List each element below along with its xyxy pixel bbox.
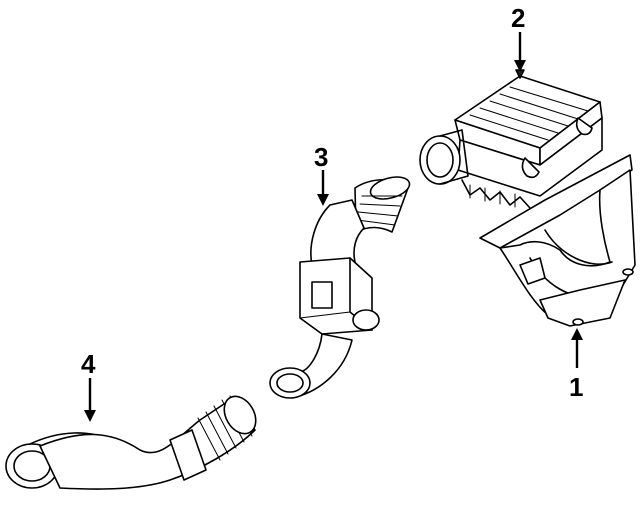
callout-arrow-3 xyxy=(317,170,329,206)
callout-number-2: 2 xyxy=(511,3,525,33)
callout-arrow-1 xyxy=(571,328,583,368)
intake-elbow-duct[interactable] xyxy=(269,173,412,399)
callout-number-1: 1 xyxy=(569,372,583,402)
air-intake-duct[interactable] xyxy=(479,154,636,327)
callout-number-3: 3 xyxy=(314,142,328,172)
air-cleaner-housing[interactable] xyxy=(419,69,603,209)
callout-arrow-2 xyxy=(514,32,526,72)
air-intake-hose[interactable] xyxy=(5,391,262,490)
callout-number-4: 4 xyxy=(81,349,96,379)
callout-arrow-4 xyxy=(84,378,96,422)
